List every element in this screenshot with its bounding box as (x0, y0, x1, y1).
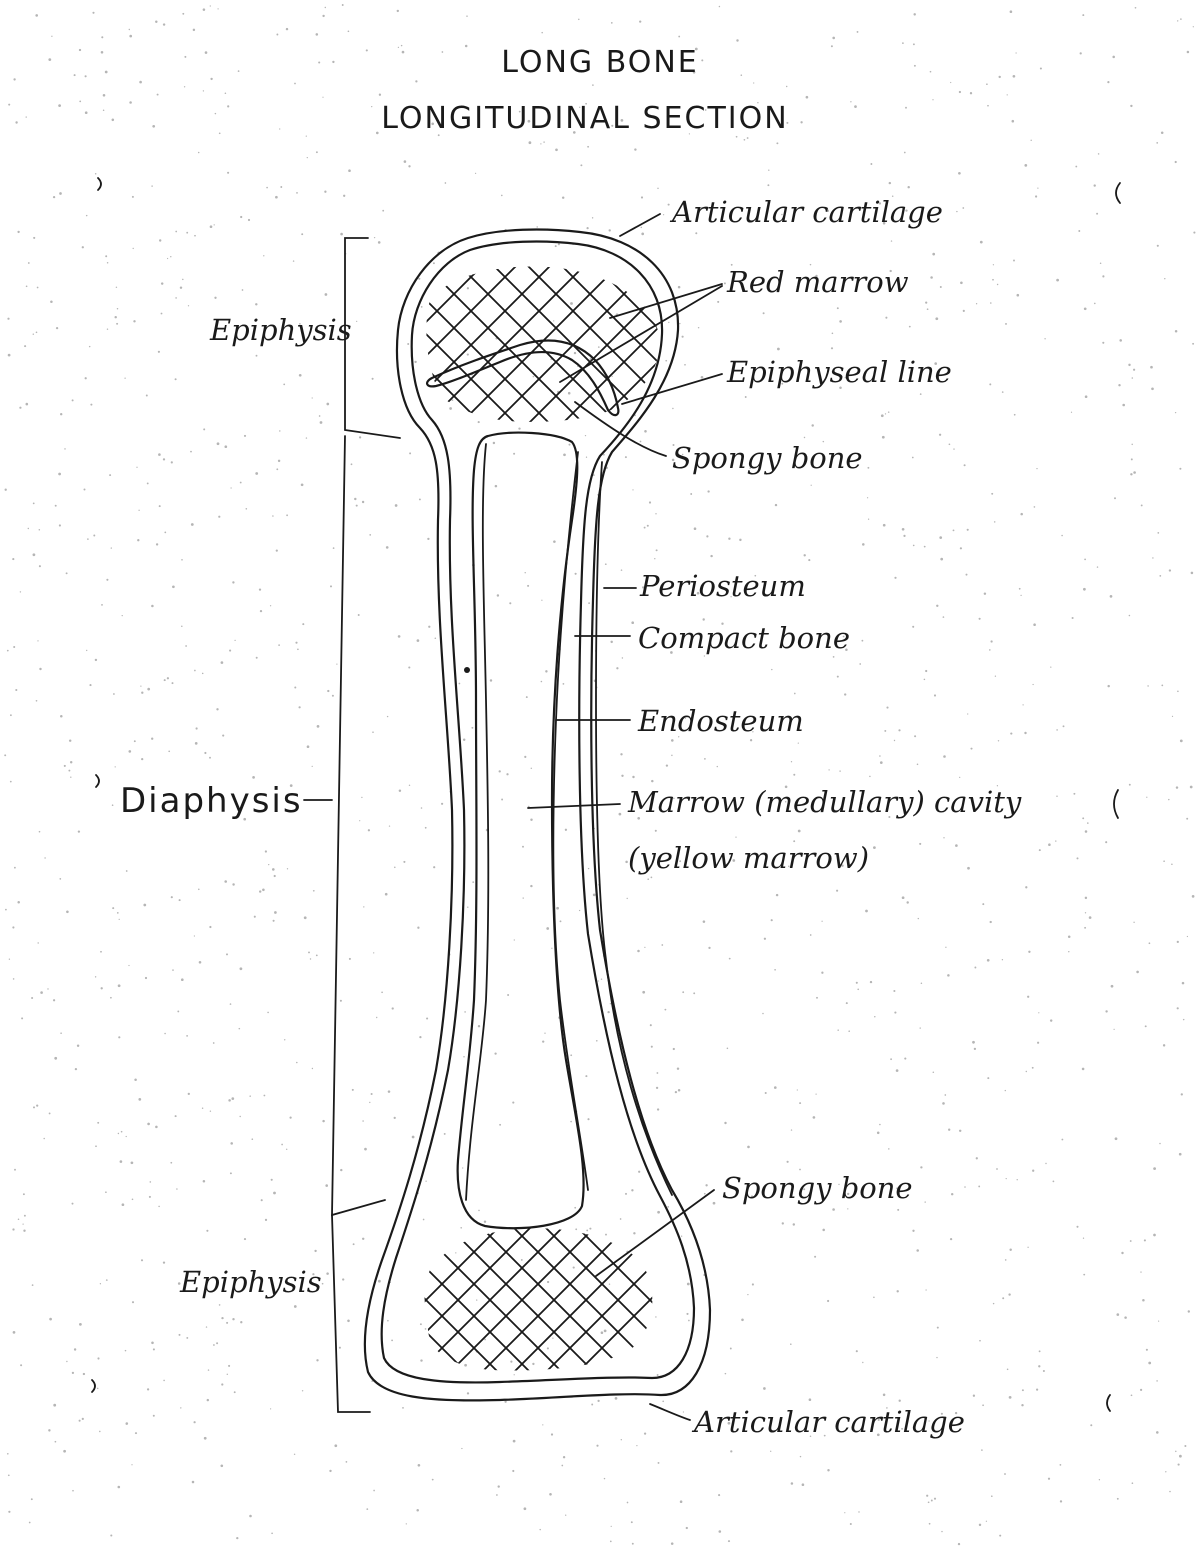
region-brackets (303, 237, 401, 1413)
label-endosteum: Endosteum (637, 704, 804, 738)
label-articular-cartilage-top: Articular cartilage (669, 195, 943, 229)
label-periosteum: Periosteum (639, 569, 806, 603)
leader-lines (527, 213, 723, 1421)
epiphyseal-line (426, 339, 620, 417)
label-articular-cartilage-bottom: Articular cartilage (691, 1405, 965, 1439)
label-diaphysis: Diaphysis (120, 781, 303, 821)
label-spongy-bone-top: Spongy bone (672, 441, 863, 475)
label-spongy-bone-bottom: Spongy bone (722, 1171, 913, 1205)
medullary-cavity-outline (456, 431, 585, 1230)
title-line-1: LONG BONE (501, 45, 699, 80)
binder-marks (91, 177, 1121, 1412)
label-marrow-cavity: Marrow (medullary) cavity (627, 785, 1022, 819)
paper-texture (4, 4, 1196, 1546)
label-epiphysis-top: Epiphysis (209, 313, 352, 347)
label-yellow-marrow: (yellow marrow) (628, 841, 869, 875)
bone-drawing (363, 228, 712, 1402)
endosteum-left-line (465, 443, 490, 1201)
shaft-dot (464, 667, 470, 673)
spongy-bone-hatch-bottom (424, 1228, 653, 1371)
endosteum-right-line (552, 451, 589, 1191)
label-compact-bone: Compact bone (638, 621, 850, 655)
title-line-2: LONGITUDINAL SECTION (381, 101, 788, 136)
periosteum-line (595, 461, 673, 1196)
bone-inner-outline (380, 240, 696, 1384)
bone-outer-outline (363, 228, 712, 1402)
label-epiphyseal-line: Epiphyseal line (726, 355, 952, 389)
label-epiphysis-bottom: Epiphysis (179, 1265, 322, 1299)
label-red-marrow: Red marrow (726, 265, 909, 299)
